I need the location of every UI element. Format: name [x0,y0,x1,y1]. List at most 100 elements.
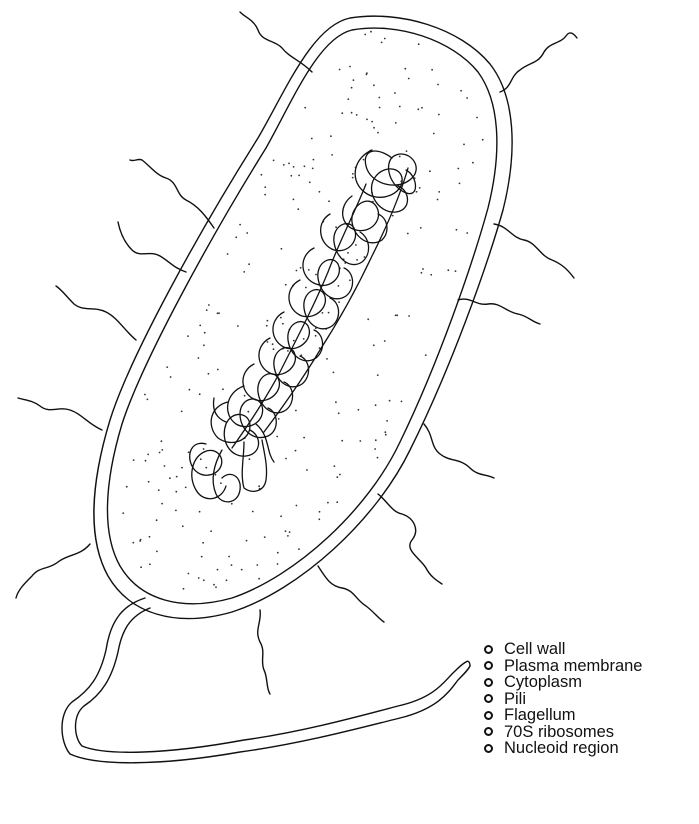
cytoplasm-dot [277,563,279,565]
cytoplasm-dot [311,138,313,140]
cytoplasm-dot [222,388,224,390]
cytoplasm-dot [356,259,358,261]
cytoplasm-dot [463,144,465,146]
pili [16,12,577,694]
cytoplasm-dot [333,372,335,374]
cytoplasm-dot [417,108,419,110]
cytoplasm-dot [283,164,285,166]
cytoplasm-dot [273,160,275,162]
bullet-icon [484,645,493,654]
cytoplasm-dot [447,269,449,271]
cytoplasm-dot [298,548,300,550]
cytoplasm-dot [203,579,205,581]
cytoplasm-dot [188,573,190,575]
cytoplasm-dot [322,312,324,314]
cytoplasm-dot [456,229,458,231]
cytoplasm-dot [378,97,380,99]
legend-label: 70S ribosomes [504,724,614,741]
cytoplasm-dot [406,150,408,152]
cytoplasm-dot [399,106,401,108]
pilus [494,224,574,278]
cytoplasm-dot [375,439,377,441]
nucleoid-loop [228,386,277,438]
cytoplasm-dot [303,437,305,439]
cytoplasm-dot [147,454,149,456]
cytoplasm-dot [438,191,440,193]
cytoplasm-dot [258,578,260,580]
cytoplasm-dot [198,357,200,359]
cytoplasm-dot [198,577,200,579]
bullet-icon [484,744,493,753]
cytoplasm-dot [349,66,351,68]
cytoplasm-dot [199,393,201,395]
cytoplasm-dot [208,373,210,375]
cytoplasm-dot [377,374,379,376]
cytoplasm-dot [248,263,250,265]
cytoplasm-dot [293,166,295,168]
cytoplasm-dot [202,542,204,544]
cytoplasm-dot [347,98,349,100]
cytoplasm-dot [185,487,187,489]
cytoplasm-dot [261,174,263,176]
cytoplasm-dot [377,457,379,459]
cytoplasm-dot [331,154,333,156]
cytoplasm-dot [215,586,217,588]
cytoplasm-dot [272,343,274,345]
cytoplasm-dot [303,338,305,340]
cytoplasm-dot [181,467,183,469]
cell-wall [94,16,512,618]
cytoplasm-dot [318,518,320,520]
cytoplasm-dot [267,341,269,343]
nucleoid-region [190,150,417,502]
cytoplasm-dot [351,87,353,89]
cytoplasm-dot [408,315,410,317]
cytoplasm-dot [349,279,351,281]
cytoplasm-dot [148,481,150,483]
cytoplasm-dot [384,38,386,40]
cytoplasm-dot [256,564,258,566]
cytoplasm-dot [482,139,484,141]
cytoplasm-dot [243,271,245,273]
cytoplasm-dot [161,503,163,505]
cytoplasm-dot [334,465,336,467]
pilus [424,424,494,478]
bullet-icon [484,661,493,670]
cytoplasm-dot [176,476,178,478]
cytoplasm-dot [422,268,424,270]
cytoplasm-dot [280,515,282,517]
cytoplasm-dot [285,530,287,532]
cytoplasm-dot [394,92,396,94]
legend-label: Nucleoid region [504,740,619,757]
cytoplasm-dot [206,309,208,311]
cytoplasm-dot [213,584,215,586]
cytoplasm-dot [315,335,317,337]
cytoplasm-dot [373,127,375,129]
cytoplasm-dot [421,272,423,274]
cytoplasm-dot [281,248,283,250]
legend-label: Cytoplasm [504,674,582,691]
cytoplasm-dot [419,187,421,189]
cytoplasm-dot [298,175,300,177]
pilus [118,222,186,272]
cytoplasm-dot [226,579,228,581]
cytoplasm-dot [455,270,457,272]
cytoplasm-dot [313,159,315,161]
cytoplasm-dot [208,304,210,306]
cytoplasm-dot [425,354,427,356]
cytoplasm-dot [335,401,337,403]
cytoplasm-dot [457,168,459,170]
cytoplasm-dot [166,366,168,368]
cytoplasm-dot [466,232,468,234]
bullet-icon [484,694,493,703]
bullet-icon [484,711,493,720]
cytoplasm-dot [399,156,401,158]
cytoplasm-dot [210,530,212,532]
cytoplasm-dot [252,511,254,513]
cytoplasm-dot [416,191,418,193]
cytoplasm-dot [476,117,478,119]
cytoplasm-dot [170,376,172,378]
cytoplasm-dot [247,411,249,413]
cytoplasm-dot [328,312,330,314]
cytoplasm-dot [381,42,383,44]
cytoplasm-dot [175,491,177,493]
